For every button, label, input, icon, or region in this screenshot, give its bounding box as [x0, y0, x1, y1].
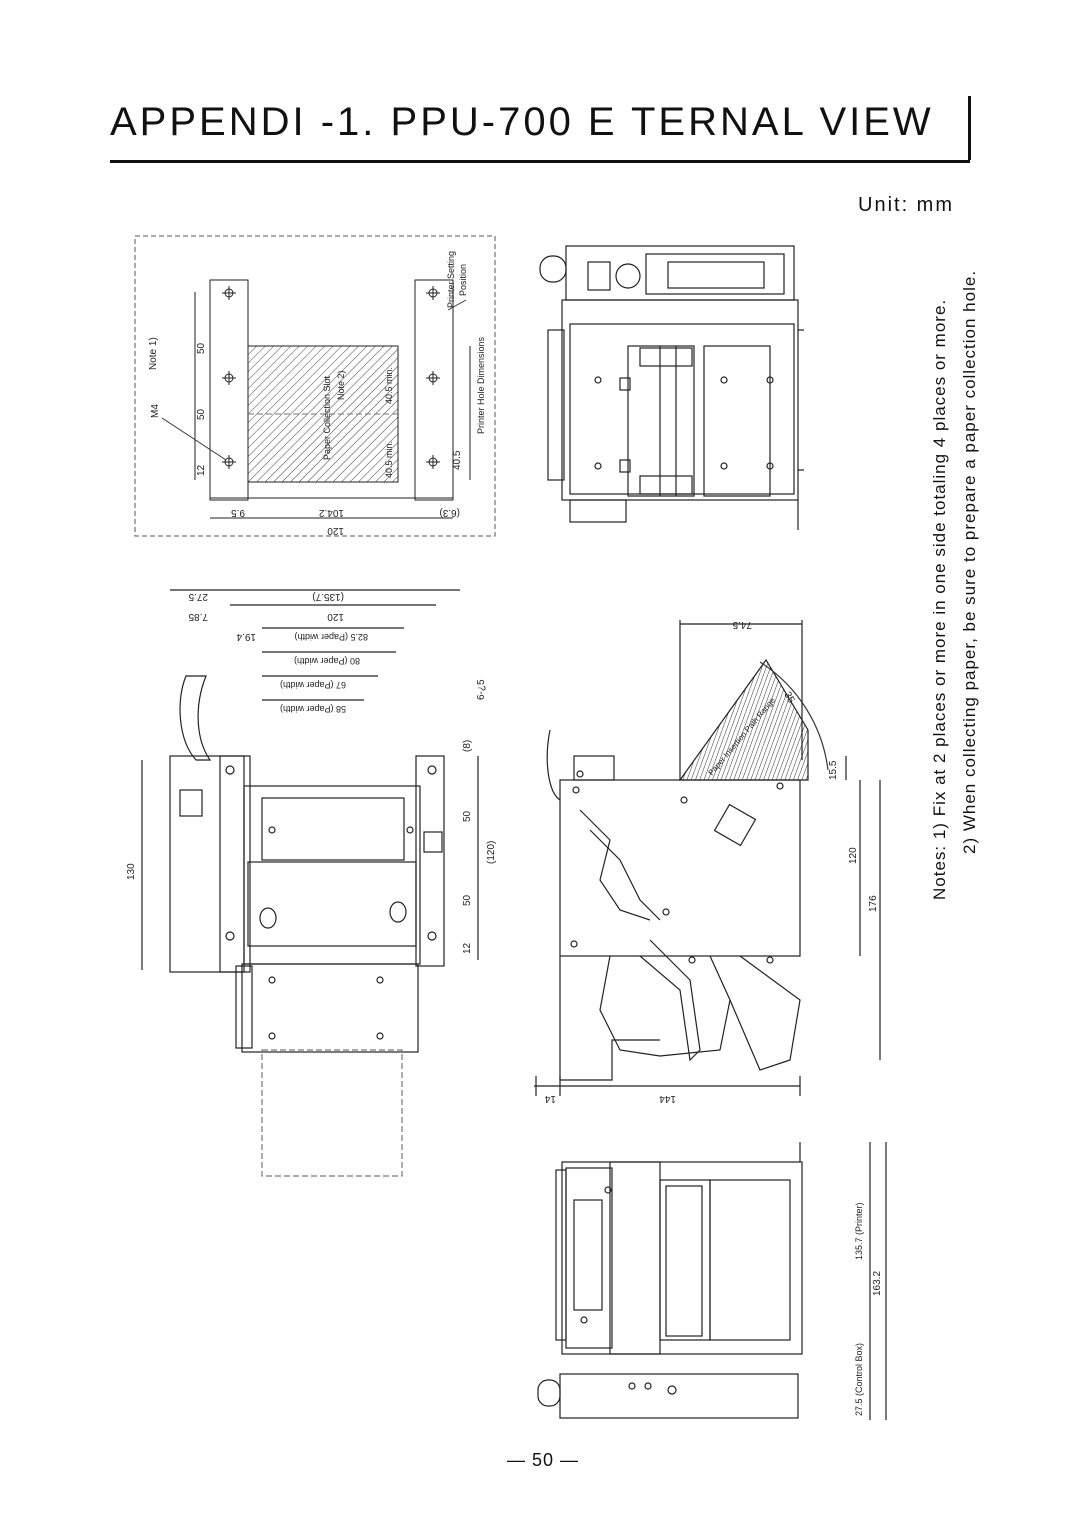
dim-120-top: 120 — [327, 611, 344, 622]
printer-plan-view — [141, 589, 479, 1177]
dim-14: 14 — [544, 1093, 556, 1104]
m4-label: M4 — [150, 404, 161, 418]
right-mount-plate — [414, 279, 454, 501]
dim-6-5: 6-¿5 — [476, 679, 487, 700]
mount-holes — [161, 286, 467, 469]
dim-7-85: 7.85 — [188, 611, 208, 622]
printer-front-view — [537, 1142, 887, 1420]
printer-hole-dims-label: Printer Hole Dimensions — [476, 336, 486, 434]
printer-top-view — [539, 245, 804, 530]
page-title: APPENDI -1. PPU-700 E TERNAL VIEW — [110, 100, 970, 163]
dim-15-5: 15.5 — [828, 760, 839, 780]
paper-insertion-fan — [678, 658, 809, 781]
dim-50-top-b: 50 — [462, 894, 473, 906]
dim-120-paren: (120) — [486, 841, 497, 864]
dim-8: (8) — [462, 740, 473, 752]
hole-diagram — [134, 235, 496, 537]
dim-74-5: 74.5 — [732, 619, 752, 630]
front-paper-guide — [609, 1161, 661, 1355]
side-chassis — [559, 779, 801, 957]
dim-9-5: 9.5 — [231, 507, 245, 518]
unit-label: Unit: mm — [858, 194, 954, 216]
paper-width-82-5: 82.5 (Paper width) — [294, 632, 368, 642]
dim-130: 130 — [126, 863, 137, 880]
dim-12: 12 — [196, 464, 207, 476]
dim-50-a: 50 — [196, 342, 207, 354]
power-switch — [587, 261, 611, 291]
printer-side-view — [534, 620, 881, 1096]
dim-144: 144 — [659, 1093, 676, 1104]
paper-roll-outline — [261, 1049, 403, 1177]
dim-40-5-min-a: 40.5 min. — [384, 367, 394, 404]
lower-housing — [241, 963, 419, 1053]
cable-cover — [169, 755, 245, 973]
dim-50-b: 50 — [196, 408, 207, 420]
dim-104-2: 104.2 — [319, 507, 344, 518]
front-chassis — [561, 1161, 803, 1355]
interface-connector-body — [667, 261, 765, 289]
dim-27-5-control: 27.5 (Control Box) — [854, 1343, 864, 1416]
paper-width-58: 58 (Paper width) — [280, 704, 346, 714]
print-head-unit — [627, 345, 695, 497]
note2-label: Note 2) — [336, 370, 346, 400]
title-corner-rule — [968, 96, 971, 160]
control-box — [559, 1373, 799, 1419]
side-knob — [539, 255, 567, 283]
dim-27-5: 27.5 — [188, 591, 208, 602]
dim-40-5-min-b: 40.5 min. — [384, 441, 394, 478]
slot-label: Paper Collection Slot — [322, 375, 332, 460]
dim-135-7: (135.7) — [312, 591, 344, 602]
dim-50-top-a: 50 — [462, 810, 473, 822]
printer-setting-label: Printer Setting — [446, 251, 456, 308]
connector-grip — [423, 831, 443, 853]
dim-19-4: 19.4 — [236, 631, 256, 642]
dim-135-7-printer: 135.7 (Printer) — [854, 1202, 864, 1260]
dim-12-top: 12 — [462, 942, 473, 954]
power-connector — [615, 263, 641, 289]
dim-120: 120 — [327, 525, 344, 536]
dim-40-5: 40.5 — [452, 450, 463, 470]
paper-width-80: 80 (Paper width) — [294, 656, 360, 666]
position-label: Position — [458, 264, 468, 296]
interface-connector — [645, 253, 785, 295]
dim-120-side: 120 — [848, 847, 859, 864]
dim-163-2: 163.2 — [872, 1271, 883, 1296]
dim-176: 176 — [868, 895, 879, 912]
printer-body — [243, 785, 421, 965]
cable — [179, 675, 212, 761]
dim-6-3: (6.3) — [439, 507, 460, 518]
printer-chassis — [561, 299, 799, 501]
paper-width-67: 67 (Paper width) — [280, 680, 346, 690]
page-number: — 50 — — [507, 1450, 580, 1470]
printer-hole-outline — [134, 235, 496, 537]
dim-35: 35 — [781, 690, 796, 706]
note1-label: Note 1) — [148, 337, 159, 370]
